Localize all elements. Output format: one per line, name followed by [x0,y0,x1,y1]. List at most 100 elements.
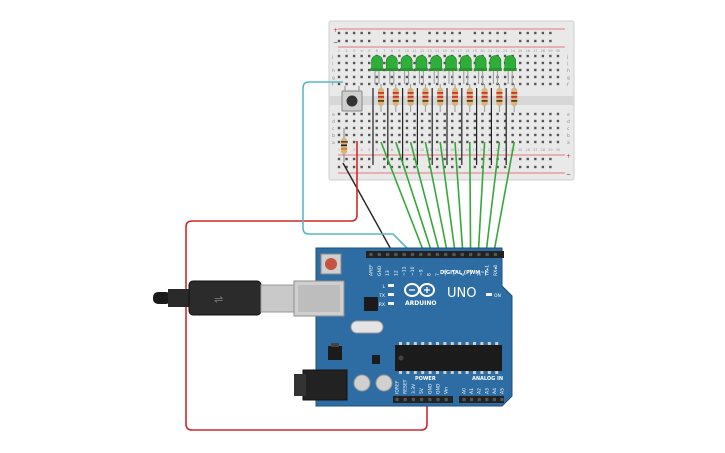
column-number: 24 [510,49,515,53]
terminal-hole [420,75,424,79]
rail-hole [352,39,356,43]
rail-hole [443,165,446,169]
column-number: 15 [442,49,446,53]
terminal-hole [375,75,378,79]
terminal-hole [352,140,356,144]
pin-label: ~6 [443,269,449,276]
led-rim [459,68,473,71]
resistor-band [407,96,414,98]
terminal-hole [413,126,416,130]
led-row [370,55,518,165]
header-pin [485,252,489,257]
rail-hole [345,39,348,43]
terminal-hole [541,112,545,116]
column-number: 11 [412,49,416,53]
rail-hole [549,165,552,169]
rail-hole [503,157,507,161]
signal-wire-4 [424,141,449,256]
pin-label: ~9 [418,269,424,276]
rail-hole [549,31,552,35]
column-number: 10 [405,49,409,53]
pulldown-resistor [341,128,347,162]
voltage-regulator [328,346,342,360]
terminal-hole [556,68,560,72]
chip-pin [495,371,499,374]
pin-label: 4 [460,273,466,276]
usb-cable-sleeve [168,289,190,307]
terminal-hole [541,119,545,123]
arduino-logo [404,283,435,297]
led-dome [400,55,413,71]
rail-hole [451,39,454,43]
terminal-hole [375,140,378,144]
terminal-hole [511,119,514,123]
terminal-hole [390,75,394,79]
led-4 [414,55,428,84]
led-6 [444,55,458,84]
chip-pin [436,342,439,345]
terminal-hole [481,119,484,123]
header-pin [444,397,448,402]
row-letter: e [332,113,335,118]
terminal-hole [466,140,469,144]
pin-label: ~5 [452,269,458,276]
rail-hole [398,31,401,35]
row-letter: a [332,141,335,146]
chip-pin [406,371,410,374]
column-number: 18 [465,49,469,53]
usb-cable-strain-relief [153,292,171,304]
column-number: 20 [480,148,484,152]
row-letter: d [332,119,335,125]
column-number: 2 [345,49,347,53]
terminal-hole [405,126,409,130]
rail-hole [488,39,492,43]
brand-label: ARDUINO [405,300,436,307]
rail-hole [473,165,477,169]
terminal-hole [496,140,499,144]
terminal-hole [420,126,424,130]
row-letter: d [567,119,570,125]
led-dome [489,55,502,71]
terminal-hole [549,126,552,130]
pushbutton [341,86,363,112]
rail-hole [541,165,545,169]
column-number: 1 [338,49,340,53]
chip-pin [480,342,484,345]
usb-cable: ⇌ [153,280,295,316]
rail-hole [413,31,416,35]
terminal-hole [473,126,477,130]
pin-label: IOREF [395,380,401,394]
terminal-hole [458,54,461,58]
terminal-hole [405,133,409,137]
terminal-hole [337,68,341,72]
terminal-hole [360,112,363,116]
rail-hole [398,157,401,161]
terminal-hole [488,75,492,79]
terminal-hole [368,119,371,123]
resistor-band [511,96,518,98]
terminal-hole [519,54,522,58]
rail-hole [458,31,461,35]
terminal-hole [337,82,341,86]
header-pin [485,397,489,402]
terminal-hole [541,82,545,86]
header-pin [395,397,399,402]
terminal-hole [428,75,431,79]
terminal-hole [458,140,461,144]
atmega-chip-notch [398,355,404,361]
led-dome [445,55,457,71]
rail-hole [549,39,552,43]
terminal-hole [375,82,378,86]
chip-pin [428,342,432,345]
header-pin [452,252,456,257]
terminal-hole [443,133,446,137]
terminal-hole [466,133,469,137]
column-number: 1 [338,148,340,152]
indicator-led [388,293,394,296]
terminal-hole [390,112,394,116]
terminal-hole [534,82,537,86]
terminal-hole [428,54,431,58]
rail-hole [488,31,492,35]
